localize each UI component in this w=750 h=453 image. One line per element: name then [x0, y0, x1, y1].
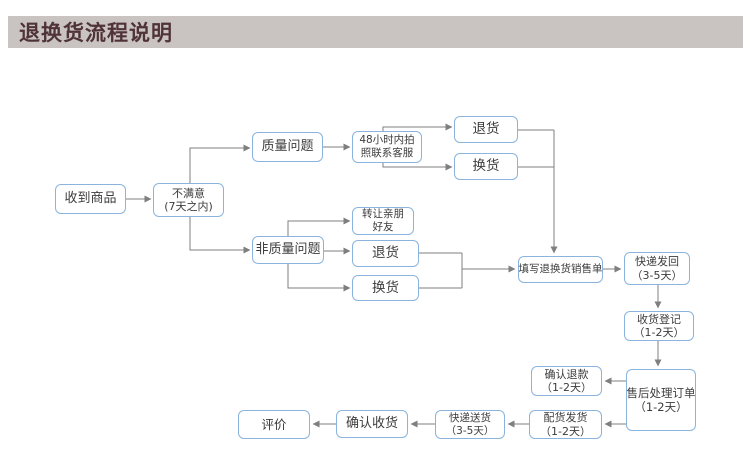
- flow-node-return-mid: 退货: [352, 240, 419, 267]
- page-title: 退换货流程说明: [19, 21, 173, 45]
- node-label: 退货: [472, 121, 500, 138]
- edge-unsatisfied-to-quality: [189, 144, 251, 183]
- flow-node-confirm-refund: 确认退款（1-2天）: [531, 366, 602, 396]
- node-label: 非质量问题: [255, 242, 321, 258]
- node-label: 确认退款: [544, 367, 589, 381]
- node-label: （3-5天）: [445, 424, 495, 437]
- edge-photo48-to-exchange-top: [382, 162, 453, 171]
- node-label: 不满意: [172, 186, 205, 200]
- flow-node-dispatch-ship: 配货发货（1-2天）: [529, 410, 602, 439]
- flow-node-photo-48h: 48小时内拍照联系客服: [352, 131, 422, 163]
- page-title-bar: 退换货流程说明: [8, 16, 743, 48]
- node-label: （1-2天）: [540, 424, 591, 438]
- flow-node-express-delivery: 快递送货（3-5天）: [435, 410, 505, 439]
- flow-node-aftersales-order: 售后处理订单（1-2天）: [626, 369, 696, 431]
- flow-node-non-quality-problem: 非质量问题: [252, 236, 324, 264]
- edge-photo48-to-return-top: [382, 123, 453, 132]
- node-label: (7天之内): [164, 200, 213, 213]
- flow-node-transfer-friends: 转让亲朋好友: [352, 207, 414, 235]
- node-label: 质量问题: [261, 139, 314, 155]
- node-label: 确认收货: [345, 416, 398, 432]
- flow-node-quality-problem: 质量问题: [252, 132, 323, 162]
- flow-node-express-return: 快递发回（3-5天）: [624, 252, 690, 285]
- node-label: 换货: [372, 279, 399, 296]
- flow-node-exchange-top: 换货: [454, 153, 518, 180]
- node-label: 评价: [261, 416, 287, 432]
- node-label: （3-5天）: [631, 268, 683, 282]
- flow-node-unsatisfied: 不满意(7天之内): [153, 183, 224, 217]
- node-label: 照联系客服: [360, 147, 414, 159]
- flow-node-exchange-mid: 换货: [352, 275, 419, 301]
- node-label: 售后处理订单: [626, 385, 696, 400]
- node-label: （1-2天）: [633, 326, 685, 339]
- flow-node-receive-goods: 收到商品: [55, 184, 126, 214]
- node-label: 收货登记: [637, 312, 681, 326]
- edge-nonquality-to-exchange-mid: [287, 264, 351, 292]
- node-label: 48小时内拍: [359, 134, 415, 147]
- node-label: （1-2天）: [541, 381, 592, 394]
- node-label: 快递送货: [449, 411, 491, 424]
- edge-unsatisfied-to-nonquality: [189, 217, 251, 254]
- flow-node-receipt-register: 收货登记（1-2天）: [624, 311, 694, 341]
- node-label: 转让亲朋: [362, 208, 404, 221]
- node-label: 收到商品: [64, 191, 117, 207]
- node-label: 退货: [372, 245, 399, 262]
- flow-node-fill-sales-form: 填写退换货销售单: [518, 256, 603, 283]
- node-label: 换货: [472, 158, 500, 175]
- edge-nonquality-to-transfer: [287, 217, 351, 236]
- flow-node-evaluate: 评价: [238, 410, 310, 439]
- node-label: 配货发货: [543, 411, 588, 425]
- node-label: （1-2天）: [634, 400, 688, 414]
- node-label: 好友: [372, 221, 394, 233]
- flow-node-return-top: 退货: [454, 116, 518, 143]
- flow-node-confirm-receipt: 确认收货: [336, 410, 408, 438]
- node-label: 填写退换货销售单: [518, 263, 603, 276]
- node-label: 快递发回: [635, 255, 679, 269]
